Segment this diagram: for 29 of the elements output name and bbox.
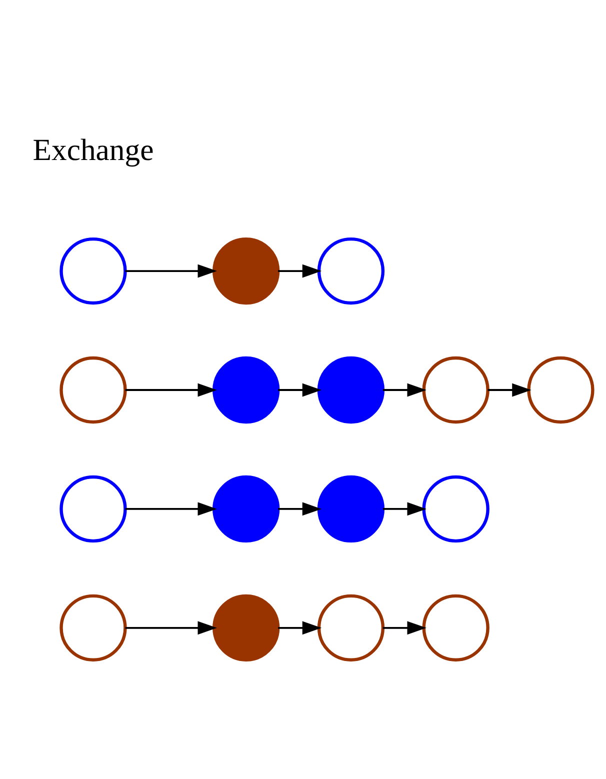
node-circle <box>60 236 127 304</box>
arrow <box>125 620 217 634</box>
arrow <box>382 502 426 516</box>
arrow <box>382 620 426 634</box>
node-circle <box>212 356 280 424</box>
arrow <box>125 502 217 516</box>
node-circle <box>422 594 490 661</box>
node-circle <box>422 356 490 424</box>
arrow <box>278 264 322 278</box>
arrow <box>125 382 217 396</box>
node-circle <box>527 356 594 424</box>
node-circle <box>60 474 127 542</box>
arrow <box>278 620 322 634</box>
node-circle <box>422 474 490 542</box>
arrow <box>278 502 322 516</box>
arrow <box>382 382 426 396</box>
node-circle <box>212 474 280 542</box>
node-circle <box>317 356 385 424</box>
arrow <box>278 382 322 396</box>
node-circle <box>212 594 280 661</box>
node-circle <box>317 594 385 661</box>
node-circle <box>60 356 127 424</box>
node-circle <box>317 236 385 304</box>
node-circle <box>60 594 127 661</box>
node-circle <box>317 474 385 542</box>
node-circle <box>212 236 280 304</box>
arrow <box>488 382 532 396</box>
label: Exchange <box>32 132 154 167</box>
arrow <box>125 264 217 278</box>
